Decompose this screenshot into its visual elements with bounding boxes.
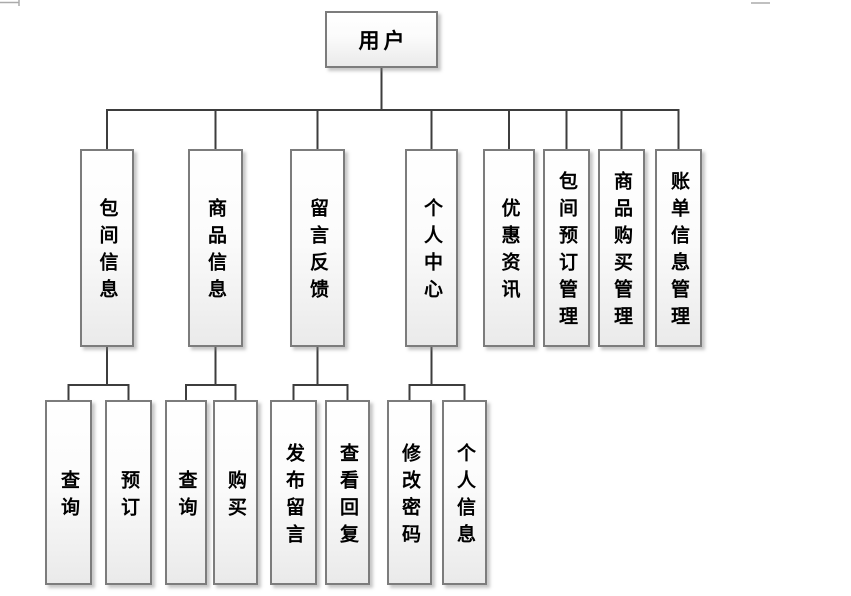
tree-connectors <box>67 68 680 400</box>
leaf-personal-info: 个人信息 <box>442 400 487 585</box>
node-room-info-label: 包间信息 <box>96 198 118 306</box>
leaf-goods-buy: 购买 <box>213 400 258 585</box>
node-message-feedback-label: 留言反馈 <box>307 198 328 306</box>
leaf-room-reserve: 预订 <box>105 400 152 585</box>
leaf-post-message-label: 发布留言 <box>283 442 304 551</box>
node-bill-info-mgmt: 账单信息管理 <box>655 149 702 347</box>
node-promo-news: 优惠资讯 <box>483 149 535 347</box>
leaf-goods-query-label: 查询 <box>175 469 197 524</box>
node-user: 用户 <box>325 11 438 68</box>
node-goods-info-label: 商品信息 <box>205 198 226 306</box>
node-message-feedback: 留言反馈 <box>290 149 345 347</box>
node-goods-purchase-mgmt-label: 商品购买管理 <box>611 171 632 333</box>
leaf-view-reply: 查看回复 <box>325 400 370 585</box>
node-bill-info-mgmt-label: 账单信息管理 <box>668 171 689 333</box>
leaf-view-reply-label: 查看回复 <box>337 442 358 551</box>
leaf-goods-buy-label: 购买 <box>225 469 246 524</box>
node-room-booking-mgmt: 包间预订管理 <box>543 149 590 347</box>
node-promo-news-label: 优惠资讯 <box>498 198 520 306</box>
node-personal-center-label: 个人中心 <box>421 198 442 306</box>
leaf-personal-info-label: 个人信息 <box>454 442 475 551</box>
leaf-goods-query: 查询 <box>165 400 207 585</box>
leaf-change-password: 修改密码 <box>387 400 432 585</box>
node-user-label: 用户 <box>358 29 409 53</box>
node-room-booking-mgmt-label: 包间预订管理 <box>556 171 577 333</box>
leaf-room-query: 查询 <box>45 400 92 585</box>
leaf-post-message: 发布留言 <box>270 400 317 585</box>
page-corner-marks <box>0 0 770 6</box>
leaf-room-query-label: 查询 <box>58 469 79 524</box>
node-goods-purchase-mgmt: 商品购买管理 <box>598 149 645 347</box>
node-room-info: 包间信息 <box>80 149 134 347</box>
node-goods-info: 商品信息 <box>188 149 243 347</box>
leaf-room-reserve-label: 预订 <box>118 469 139 524</box>
node-personal-center: 个人中心 <box>405 149 458 347</box>
leaf-change-password-label: 修改密码 <box>399 442 420 551</box>
